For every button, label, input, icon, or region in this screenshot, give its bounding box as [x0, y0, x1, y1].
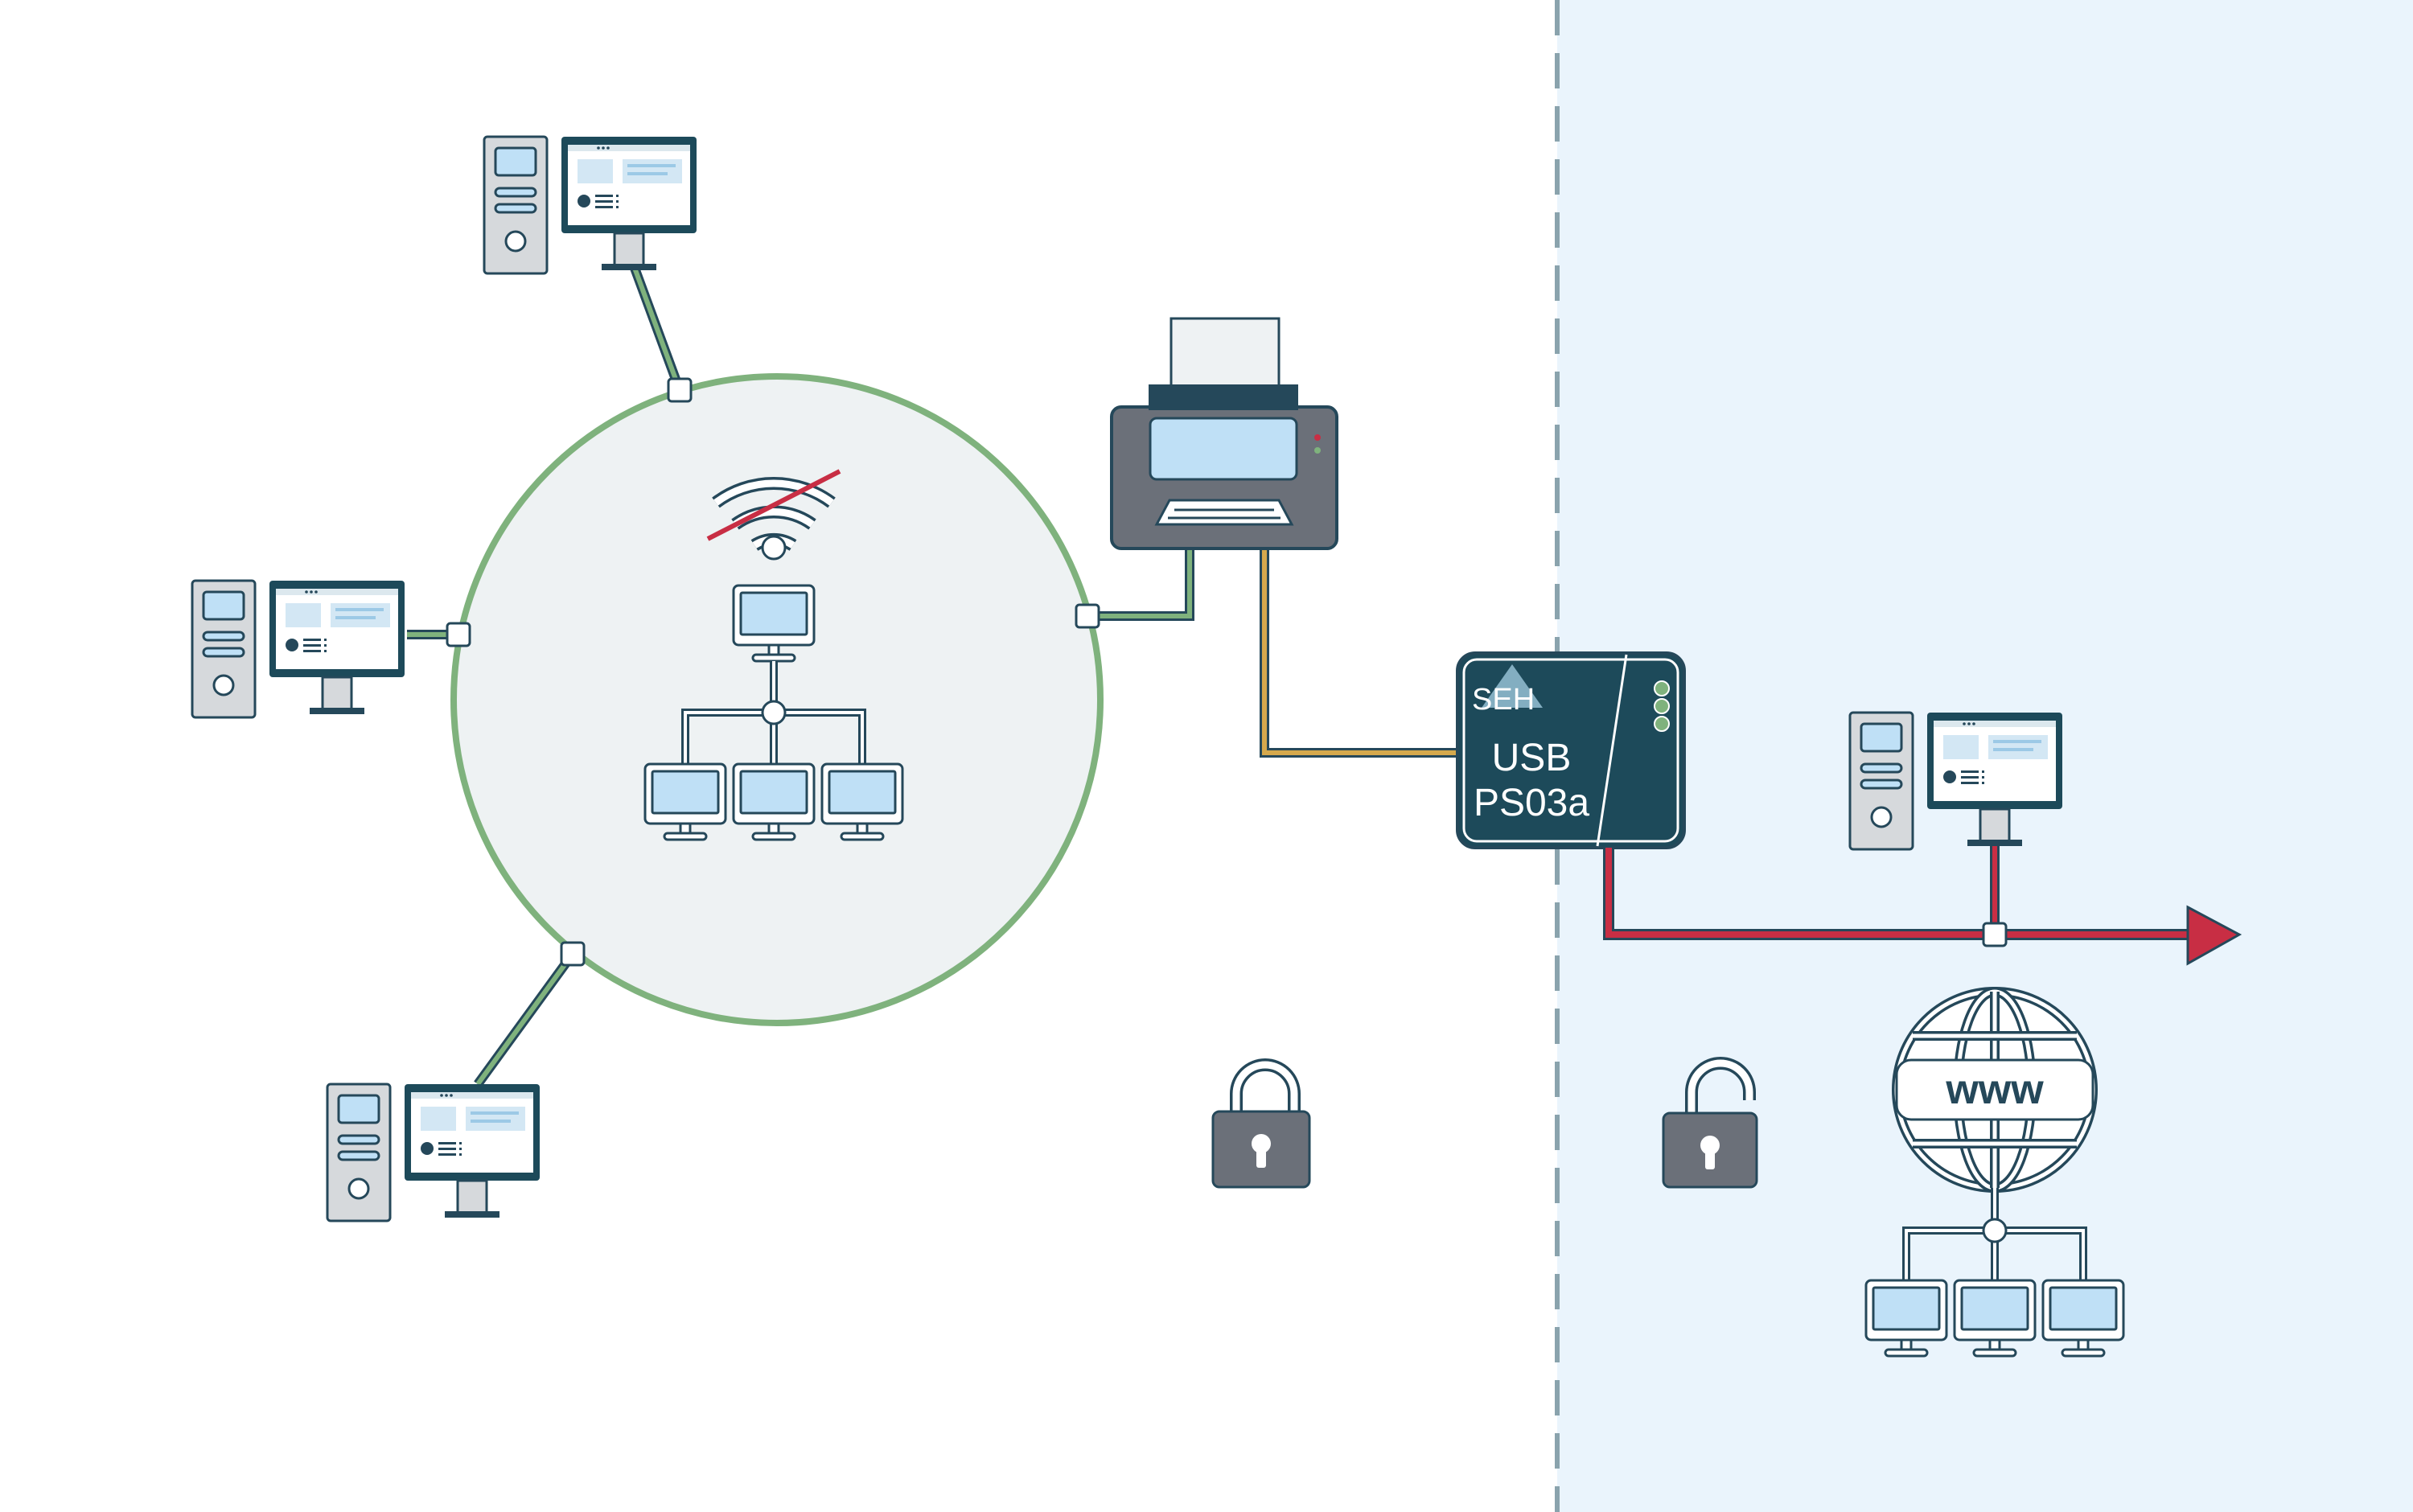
- www-label: www: [1945, 1066, 2044, 1113]
- device-model-line1: USB: [1492, 737, 1572, 779]
- device-brand: SEH: [1472, 683, 1535, 717]
- wifi-off-icon: [706, 469, 841, 561]
- desktop-computer-icon: [326, 1083, 541, 1222]
- local-network-icon: [643, 584, 904, 841]
- ring-node-right: [1075, 603, 1100, 629]
- arrow-right-icon: [2186, 905, 2242, 966]
- link-ring-printer: [1087, 547, 1194, 621]
- printer-icon: [1110, 317, 1338, 550]
- ring-node-top: [667, 377, 693, 403]
- globe-www-icon: www: [1892, 987, 2098, 1193]
- status-led: [1654, 698, 1670, 714]
- external-network-node: [1982, 922, 2008, 947]
- desktop-computer-icon: [191, 579, 406, 719]
- desktop-computer-icon: [483, 135, 698, 275]
- status-led: [1654, 716, 1670, 732]
- link-usb-printer-server: [1260, 547, 1457, 758]
- print-server-icon: SEH USB PS03a: [1456, 651, 1686, 849]
- ring-node-left: [446, 622, 471, 647]
- ring-node-bottom: [560, 941, 586, 967]
- local-network-icon: [1864, 1188, 2125, 1358]
- device-model-line2: PS03a: [1474, 782, 1589, 824]
- padlock-closed-icon: [1211, 1058, 1311, 1189]
- status-led: [1654, 680, 1670, 696]
- padlock-open-icon: [1662, 1057, 1758, 1189]
